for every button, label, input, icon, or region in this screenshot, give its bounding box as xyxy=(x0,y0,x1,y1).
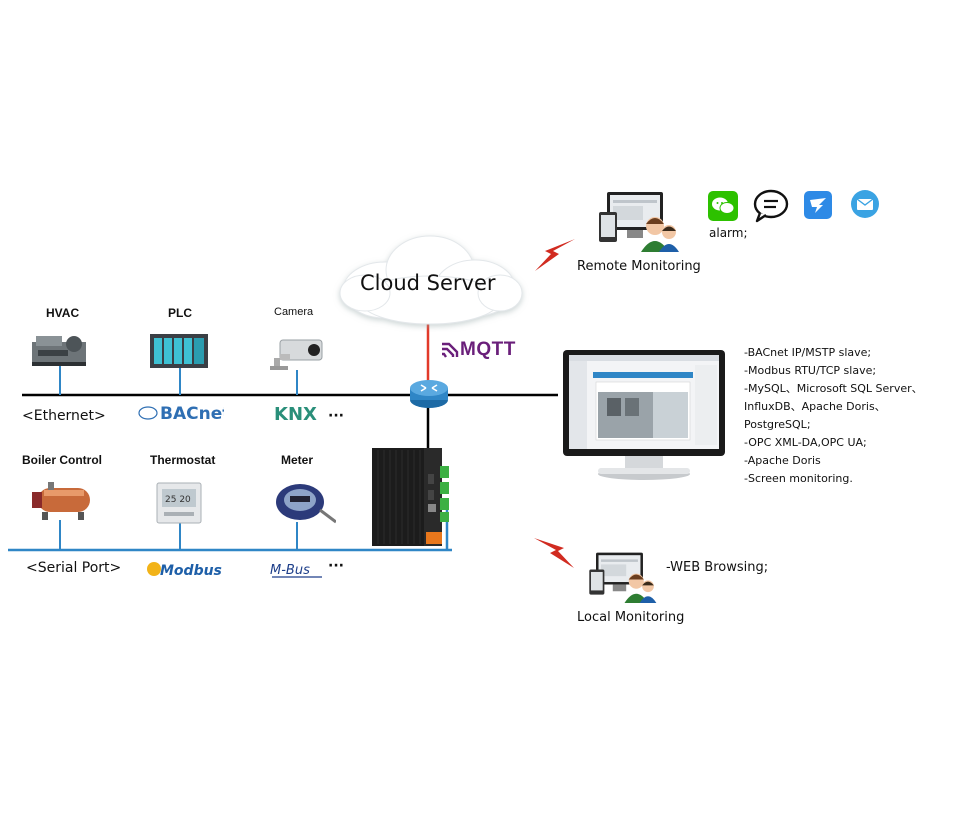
boiler-icon xyxy=(32,482,90,520)
modbus-logo-icon: Modbus xyxy=(147,562,222,579)
mqtt-logo-icon xyxy=(442,342,459,358)
feature-line: -Modbus RTU/TCP slave; xyxy=(744,364,877,377)
knx-logo-icon: KNX xyxy=(274,404,317,424)
router-icon xyxy=(410,380,448,408)
cloud-server-label: Cloud Server xyxy=(360,271,496,295)
sms-chat-icon xyxy=(753,189,789,223)
serial-port-label: <Serial Port> xyxy=(26,560,122,576)
feature-line: -MySQL、Microsoft SQL Server、 xyxy=(744,382,923,395)
remote-monitoring-icon xyxy=(599,192,679,252)
gateway-device-icon xyxy=(372,448,449,546)
camera-icon xyxy=(270,339,323,370)
monitor-icon xyxy=(563,350,725,480)
feature-line: -Apache Doris xyxy=(744,454,821,467)
local-monitoring-label: Local Monitoring xyxy=(577,610,685,625)
plc-icon xyxy=(150,334,208,368)
email-icon xyxy=(851,190,879,218)
svg-text:25 20: 25 20 xyxy=(165,495,191,505)
web-browsing-label: -WEB Browsing; xyxy=(666,560,769,575)
mbus-text: M-Bus xyxy=(270,563,310,578)
local-monitoring-icon xyxy=(589,552,657,603)
feature-line: InfluxDB、Apache Doris、 xyxy=(744,400,886,413)
device-label-meter: Meter xyxy=(281,453,314,467)
wireless-lightning-icon xyxy=(535,239,575,271)
feature-line: -Screen monitoring. xyxy=(744,472,853,485)
feature-line: -BACnet IP/MSTP slave; xyxy=(744,346,872,359)
knx-text: KNX xyxy=(274,404,317,424)
cloud-icon xyxy=(339,235,523,325)
mbus-logo-icon: M-Bus xyxy=(270,563,322,578)
ethernet-more: ··· xyxy=(328,408,344,424)
wechat-icon xyxy=(708,191,738,221)
device-label-thermostat: Thermostat xyxy=(150,453,216,467)
dingtalk-icon xyxy=(804,191,832,219)
bacnet-logo-icon: BACnet xyxy=(138,404,224,424)
alarm-label: alarm; xyxy=(709,226,748,240)
mqtt-label: MQTT xyxy=(460,339,516,360)
ethernet-label: <Ethernet> xyxy=(22,408,106,424)
wireless-lightning-icon xyxy=(534,538,574,568)
meter-icon xyxy=(276,484,336,524)
device-label-hvac: HVAC xyxy=(46,306,80,320)
device-label-boiler: Boiler Control xyxy=(22,453,102,467)
thermostat-icon: 25 20 xyxy=(156,482,202,524)
feature-line: -OPC XML-DA,OPC UA; xyxy=(744,436,867,449)
remote-monitoring-label: Remote Monitoring xyxy=(577,259,701,274)
hvac-chiller-icon xyxy=(32,336,86,366)
serial-more: ··· xyxy=(328,558,344,574)
device-label-plc: PLC xyxy=(168,306,192,320)
device-label-camera: Camera xyxy=(274,306,314,318)
bacnet-text: BACnet xyxy=(160,404,224,424)
feature-line: PostgreSQL; xyxy=(744,418,811,431)
modbus-text: Modbus xyxy=(160,563,222,579)
